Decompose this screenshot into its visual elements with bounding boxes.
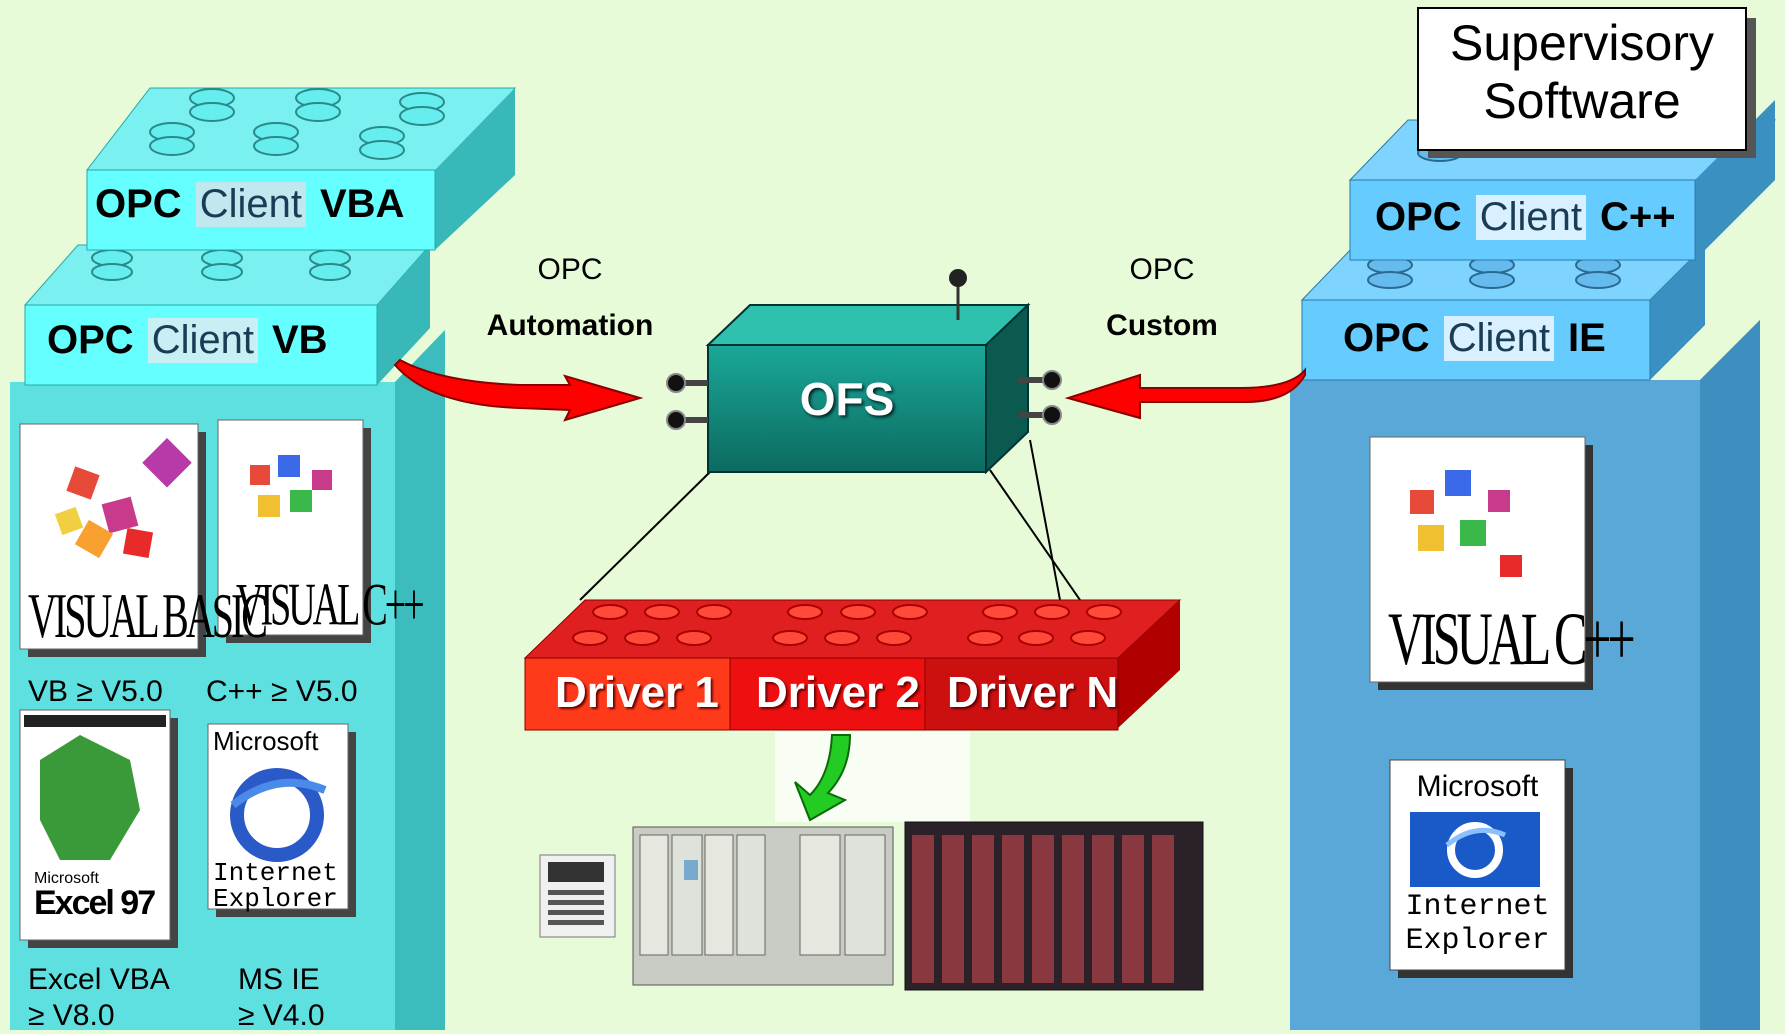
ie-left-vendor: Microsoft <box>213 726 319 756</box>
client-text: Client <box>1443 316 1554 361</box>
arrow-automation <box>393 358 644 422</box>
caption-excel-line2: ≥ V8.0 <box>28 999 115 1032</box>
ie-right-vendor: Microsoft <box>1416 770 1539 803</box>
brick-vb <box>23 244 432 386</box>
automation-line2: Automation <box>486 309 654 342</box>
lang-text-ie: IE <box>1567 316 1606 360</box>
ie-left-name: Internet Explorer <box>213 860 338 912</box>
lang-text-vb: VB <box>271 318 328 362</box>
ie-box-right <box>1389 759 1573 978</box>
custom-label: OPC Custom <box>1092 242 1232 354</box>
driver-n-label: Driver N <box>947 668 1119 717</box>
driver-bricks <box>523 599 1182 731</box>
excel-name: Excel 97 <box>34 884 156 922</box>
brick-vb-label: OPC Client VB <box>47 318 328 363</box>
lang-text-cpp: C++ <box>1599 195 1676 239</box>
custom-line1: OPC <box>1129 253 1195 286</box>
ie-box-left <box>207 723 356 917</box>
visual-cpp-name: VISUAL C++ <box>236 571 425 639</box>
brick-vba-label: OPC Client VBA <box>95 182 404 227</box>
caption-excel-line1: Excel VBA <box>28 963 170 996</box>
green-down-arrow <box>775 732 970 822</box>
ofs-box <box>666 269 1062 475</box>
lang-text-vba: VBA <box>319 182 405 226</box>
caption-msie: MS IE ≥ V4.0 <box>238 962 325 1034</box>
automation-line1: OPC <box>537 253 603 286</box>
ofs-label: OFS <box>799 373 895 425</box>
ie-left-line2: Explorer <box>213 884 338 914</box>
visual-cpp-right-name: VISUAL C++ <box>1388 596 1636 681</box>
visual-cpp-box-right <box>1369 436 1593 690</box>
caption-excel: Excel VBA ≥ V8.0 <box>28 962 170 1034</box>
client-text: Client <box>147 318 258 363</box>
visual-basic-name: VISUAL BASIC <box>28 579 268 652</box>
excel-vendor: Microsoft <box>34 870 99 887</box>
ie-left-line1: Internet <box>213 858 338 888</box>
opc-text: OPC <box>1375 195 1462 239</box>
arrow-custom <box>1064 367 1306 420</box>
visual-basic-box <box>19 423 206 657</box>
visual-cpp-box <box>217 419 371 643</box>
client-text: Client <box>195 182 306 227</box>
ie-right-name: Internet Explorer <box>1390 890 1565 958</box>
supervisory-line2: Software <box>1483 73 1681 129</box>
opc-text: OPC <box>95 182 182 226</box>
excel-box <box>19 709 178 948</box>
ie-right-line1: Internet <box>1405 890 1550 924</box>
ie-right-line2: Explorer <box>1405 924 1550 958</box>
supervisory-box <box>1417 7 1756 158</box>
supervisory-title: Supervisory Software <box>1418 14 1746 130</box>
caption-msie-line2: ≥ V4.0 <box>238 999 325 1032</box>
caption-cpp: C++ ≥ V5.0 <box>206 675 358 708</box>
brick-cpp-label: OPC Client C++ <box>1375 195 1676 240</box>
client-text: Client <box>1475 195 1586 240</box>
opc-text: OPC <box>47 318 134 362</box>
caption-msie-line1: MS IE <box>238 963 320 996</box>
brick-ie-label: OPC Client IE <box>1343 316 1606 361</box>
caption-vb: VB ≥ V5.0 <box>28 675 163 708</box>
plc-hardware <box>539 821 1204 991</box>
automation-label: OPC Automation <box>480 242 660 354</box>
opc-text: OPC <box>1343 316 1430 360</box>
driver-1-label: Driver 1 <box>555 668 719 717</box>
custom-line2: Custom <box>1106 309 1218 342</box>
driver-2-label: Driver 2 <box>756 668 920 717</box>
supervisory-line1: Supervisory <box>1450 15 1714 71</box>
